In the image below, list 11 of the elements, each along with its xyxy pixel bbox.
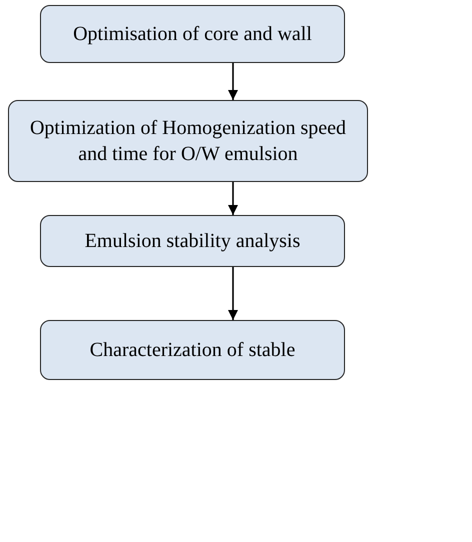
step-text: Optimisation of core and wall	[73, 22, 312, 47]
process-box	[40, 215, 345, 267]
arrow	[228, 267, 238, 320]
step-text: Characterization of stable	[90, 338, 296, 363]
step-text: Optimization of Homogenization speed and time for O/W emulsion	[28, 116, 348, 167]
step-text: Emulsion stability analysis	[84, 229, 300, 254]
arrow	[228, 182, 238, 215]
process-box	[40, 320, 345, 380]
process-box	[40, 5, 345, 63]
arrow	[228, 63, 238, 100]
process-box	[8, 100, 368, 182]
